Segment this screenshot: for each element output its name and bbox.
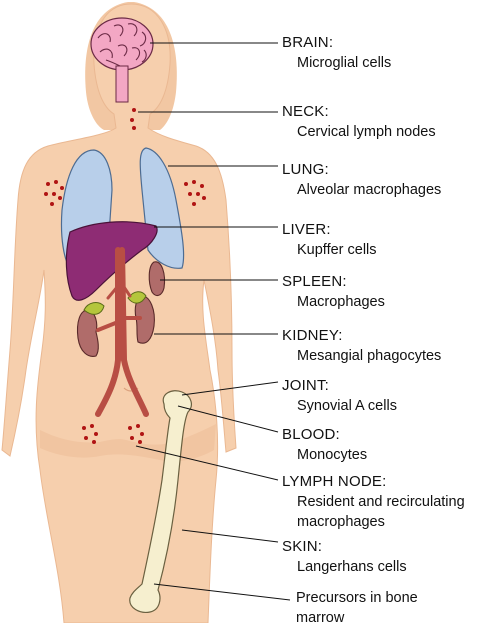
organ-label: NECK: (282, 103, 329, 120)
brain (90, 17, 154, 103)
lymph-node-label-block: LYMPH NODE: Resident and recirculating m… (282, 472, 465, 532)
lung-label-block: LUNG: Alveolar macrophages (282, 160, 441, 200)
blood-vessels (95, 247, 149, 417)
cell-label-continued: macrophages (297, 514, 385, 530)
armpit-lymph-dots-right (184, 180, 206, 206)
organ-label: LUNG: (282, 161, 329, 178)
blood-label-block: BLOOD: Monocytes (282, 425, 367, 465)
cell-label: Langerhans cells (297, 559, 407, 575)
neck-label-block: NECK: Cervical lymph nodes (282, 102, 436, 142)
armpit-lymph-dots-left (44, 180, 64, 206)
right-kidney (134, 295, 155, 344)
left-adrenal (83, 302, 105, 315)
cell-label: Mesangial phagocytes (297, 348, 442, 364)
cell-label: Resident and recirculating (297, 494, 465, 510)
liver-label-block: LIVER: Kupffer cells (282, 220, 377, 260)
spleen (148, 261, 166, 297)
marrow-label-block: Precursors in bone marrow (296, 588, 418, 623)
organ-label: SKIN: (282, 538, 323, 555)
groin-lymph-dots-left (82, 424, 98, 444)
spleen-label-block: SPLEEN: Macrophages (282, 272, 385, 312)
cell-label: Synovial A cells (297, 398, 397, 414)
organ-label: LIVER: (282, 221, 331, 238)
marrow-label-line2: marrow (296, 610, 345, 623)
cell-label: Macrophages (297, 294, 385, 310)
organ-label: SPLEEN: (282, 273, 347, 290)
groin-lymph-dots-right (128, 424, 144, 444)
organ-label: LYMPH NODE: (282, 473, 387, 490)
kidney-label-block: KIDNEY: Mesangial phagocytes (282, 326, 441, 366)
joint-label-block: JOINT: Synovial A cells (282, 376, 397, 416)
cell-label: Cervical lymph nodes (297, 124, 436, 140)
neck-lymph-dots (130, 108, 136, 130)
cell-label: Alveolar macrophages (297, 182, 442, 198)
leader-lines (135, 42, 291, 601)
cell-label: Microglial cells (297, 55, 392, 71)
cell-label: Monocytes (297, 447, 368, 463)
organ-label: KIDNEY: (282, 327, 343, 344)
cell-label: Kupffer cells (297, 242, 377, 258)
brain-label-block: BRAIN: Microglial cells (282, 33, 391, 73)
left-kidney (76, 309, 99, 357)
organ-label: JOINT: (282, 377, 330, 394)
organ-label: BLOOD: (282, 426, 340, 443)
organ-label: BRAIN: (282, 34, 334, 51)
skin-label-block: SKIN: Langerhans cells (282, 537, 407, 577)
marrow-label-line1: Precursors in bone (296, 590, 418, 606)
right-adrenal (127, 291, 147, 304)
